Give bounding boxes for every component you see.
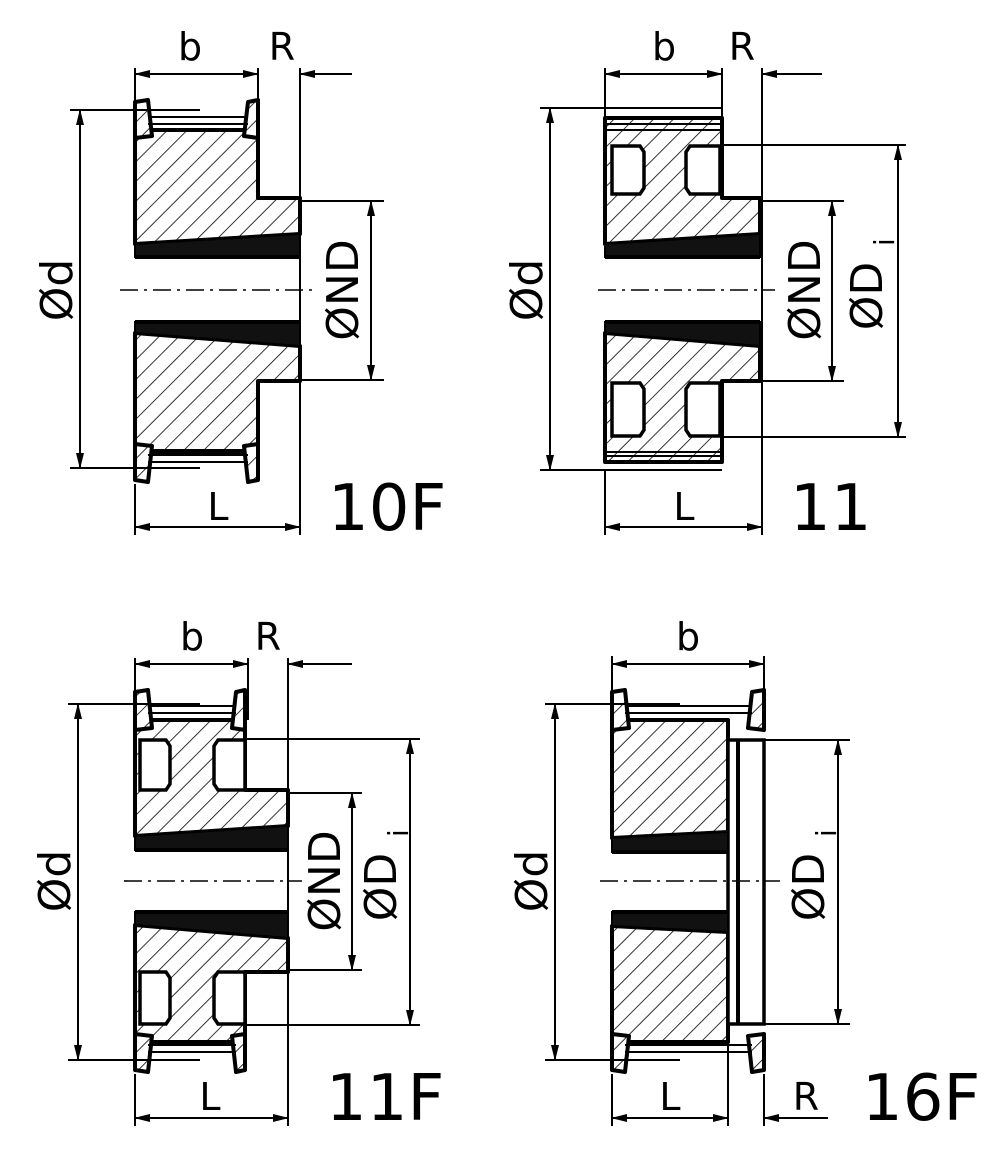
label-b: b — [180, 615, 204, 659]
label-l: L — [207, 485, 228, 529]
label-bore: ØND — [300, 830, 351, 931]
label-l: L — [659, 1075, 680, 1119]
drawing-11: b R Ød ØND ØD i L 11 — [502, 25, 906, 546]
label-pitch-dia: Ød — [502, 259, 553, 322]
dimension-label: i — [810, 829, 843, 837]
dimension-label: ØD — [842, 262, 893, 331]
dimension-label: ØD — [784, 853, 835, 922]
dimension-label: i — [382, 829, 415, 837]
type-label: 11 — [790, 472, 871, 546]
label-bore: ØND — [318, 239, 369, 340]
label-bore: ØND — [780, 239, 831, 340]
drawing-11f: b R Ød ØND ØD i L 11F — [30, 615, 444, 1136]
label-b: b — [676, 615, 700, 659]
label-b: b — [178, 25, 202, 69]
type-label: 11F — [326, 1062, 444, 1136]
label-inner-dia: ØD i — [784, 829, 843, 921]
label-l: L — [199, 1075, 220, 1119]
label-b: b — [652, 25, 676, 69]
label-r: R — [729, 25, 755, 69]
label-pitch-dia: Ød — [32, 259, 83, 322]
label-r: R — [793, 1075, 819, 1119]
label-inner-dia: ØD i — [842, 238, 901, 330]
label-r: R — [269, 25, 295, 69]
label-r: R — [255, 615, 281, 659]
label-l: L — [673, 485, 694, 529]
dimension-label: ØD — [356, 853, 407, 922]
label-pitch-dia: Ød — [507, 850, 558, 913]
type-label: 10F — [328, 472, 446, 546]
drawing-16f: b Ød ØD i L R 16F — [507, 615, 980, 1136]
label-pitch-dia: Ød — [30, 850, 81, 913]
drawing-10f: b R Ød ØND L 10F — [32, 25, 446, 546]
type-label: 16F — [862, 1062, 980, 1136]
label-inner-dia: ØD i — [356, 829, 415, 921]
dimension-label: i — [868, 238, 901, 246]
